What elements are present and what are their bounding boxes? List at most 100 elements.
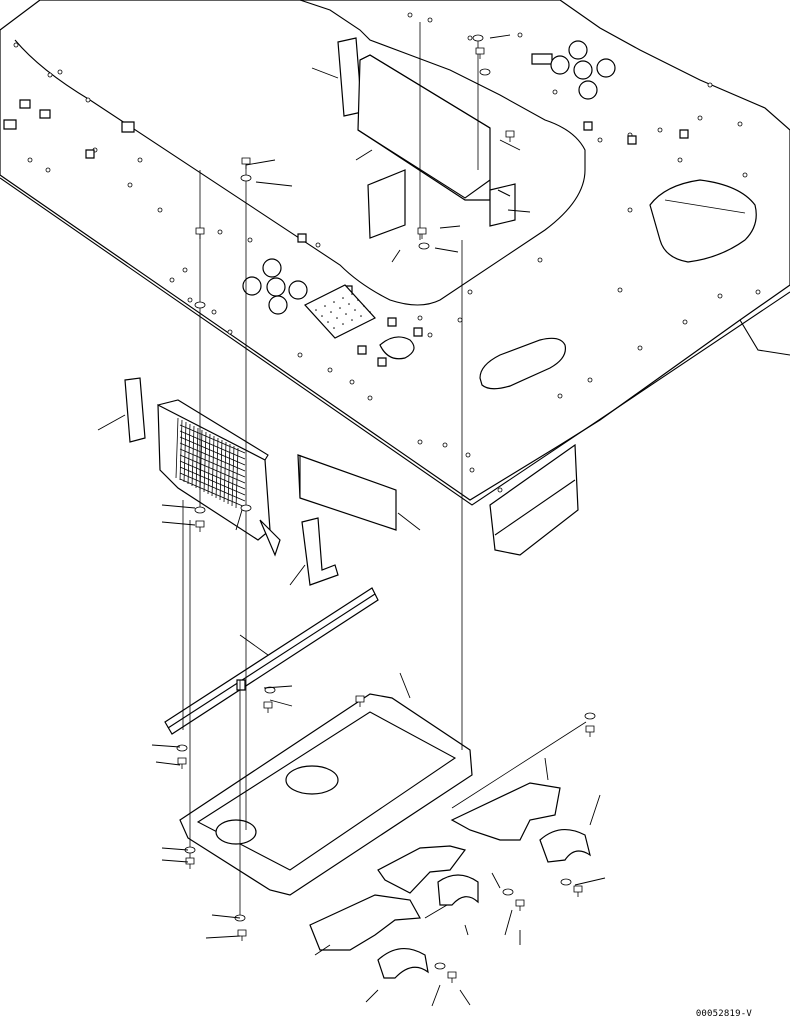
figure-code: 00052819-V — [695, 1009, 752, 1019]
mesh-dot — [351, 319, 353, 321]
callout-leader — [398, 513, 420, 530]
callout-leader — [500, 140, 520, 150]
mesh-dot — [348, 303, 350, 305]
callout-leader — [240, 635, 268, 655]
bolt-head — [516, 900, 524, 906]
callout-leader — [575, 878, 605, 885]
callout-leader — [162, 860, 188, 862]
callout-leader — [356, 150, 372, 160]
callout-leader — [366, 990, 378, 1002]
mesh-dot — [333, 327, 335, 329]
bracket-hatching — [176, 418, 245, 508]
frame-mesh-panel — [305, 285, 375, 338]
hatch-line — [180, 473, 245, 501]
lower-brackets — [310, 783, 590, 978]
washer — [241, 505, 251, 511]
washer — [195, 302, 205, 308]
callout-leader — [590, 795, 600, 825]
hatch-line — [180, 479, 245, 507]
rear-support-bracket — [490, 445, 578, 555]
callout-leader — [315, 945, 330, 955]
callout-leader — [505, 910, 512, 935]
hatch-line — [188, 424, 190, 484]
hatch-line — [184, 422, 186, 482]
callout-leader — [392, 250, 400, 262]
callout-leader — [545, 758, 548, 780]
hatch-line — [180, 461, 245, 489]
part-callout-leaders — [98, 35, 605, 1006]
callout-leader — [156, 762, 180, 765]
hatch-line — [176, 418, 178, 478]
bolt-head — [418, 228, 426, 234]
callout-leader — [432, 985, 440, 1006]
lower-cover-plate — [180, 694, 472, 895]
frame-opening-right — [650, 180, 756, 262]
callout-leader — [508, 210, 530, 212]
mesh-dot — [321, 315, 323, 317]
washer — [585, 713, 595, 719]
upper-cover-bracket — [338, 38, 515, 238]
hatch-line — [236, 448, 238, 508]
washer — [480, 69, 490, 75]
bolt-head — [506, 131, 514, 137]
mesh-dot — [333, 301, 335, 303]
frame-slot — [480, 338, 565, 388]
bolt-head — [178, 758, 186, 764]
bolt-head — [476, 48, 484, 54]
bolt-cluster-upper — [551, 41, 615, 99]
callout-leader — [162, 522, 195, 525]
mesh-dot — [357, 299, 359, 301]
callout-leader — [152, 745, 180, 747]
callout-leader — [425, 905, 447, 918]
bolt-head — [356, 696, 364, 702]
washer — [419, 243, 429, 249]
washer — [177, 745, 187, 751]
callout-leader — [400, 673, 410, 698]
callout-leader — [256, 182, 292, 186]
hatch-line — [180, 420, 182, 480]
washer — [435, 963, 445, 969]
hatch-line — [180, 455, 245, 483]
bolt-cluster-lower — [243, 259, 307, 314]
hatch-line — [180, 449, 245, 477]
mesh-dot — [345, 313, 347, 315]
washer — [561, 879, 571, 885]
callout-leader — [212, 915, 240, 918]
callout-leader — [312, 68, 338, 78]
hatch-line — [180, 443, 245, 471]
washer — [241, 175, 251, 181]
mesh-dot — [363, 305, 365, 307]
mesh-dot — [327, 321, 329, 323]
washer — [473, 35, 483, 41]
fasteners — [177, 35, 595, 983]
callout-leader — [162, 848, 188, 850]
bolt-head — [238, 930, 246, 936]
mesh-dot — [351, 293, 353, 295]
callout-leader — [465, 925, 468, 935]
bolt-head — [196, 228, 204, 234]
long-mounting-strip — [165, 588, 378, 734]
bolt-head — [242, 158, 250, 164]
washer — [195, 507, 205, 513]
callout-leader — [492, 873, 500, 888]
hatch-line — [212, 436, 214, 496]
callout-leader — [264, 686, 292, 688]
callout-leader — [246, 160, 275, 165]
hatch-line — [232, 446, 234, 506]
mesh-dot — [339, 307, 341, 309]
frame-blocks — [4, 54, 688, 366]
mesh-dot — [324, 305, 326, 307]
bolt-head — [196, 521, 204, 527]
callout-leader — [435, 248, 458, 252]
callout-leader — [290, 565, 305, 585]
assembly-lines — [183, 22, 586, 920]
callout-leader — [440, 226, 460, 228]
bolt-head — [264, 702, 272, 708]
mesh-dot — [330, 311, 332, 313]
bolt-head — [586, 726, 594, 732]
hatch-line — [180, 467, 245, 495]
hatch-line — [180, 437, 245, 465]
hatch-line — [196, 428, 198, 488]
